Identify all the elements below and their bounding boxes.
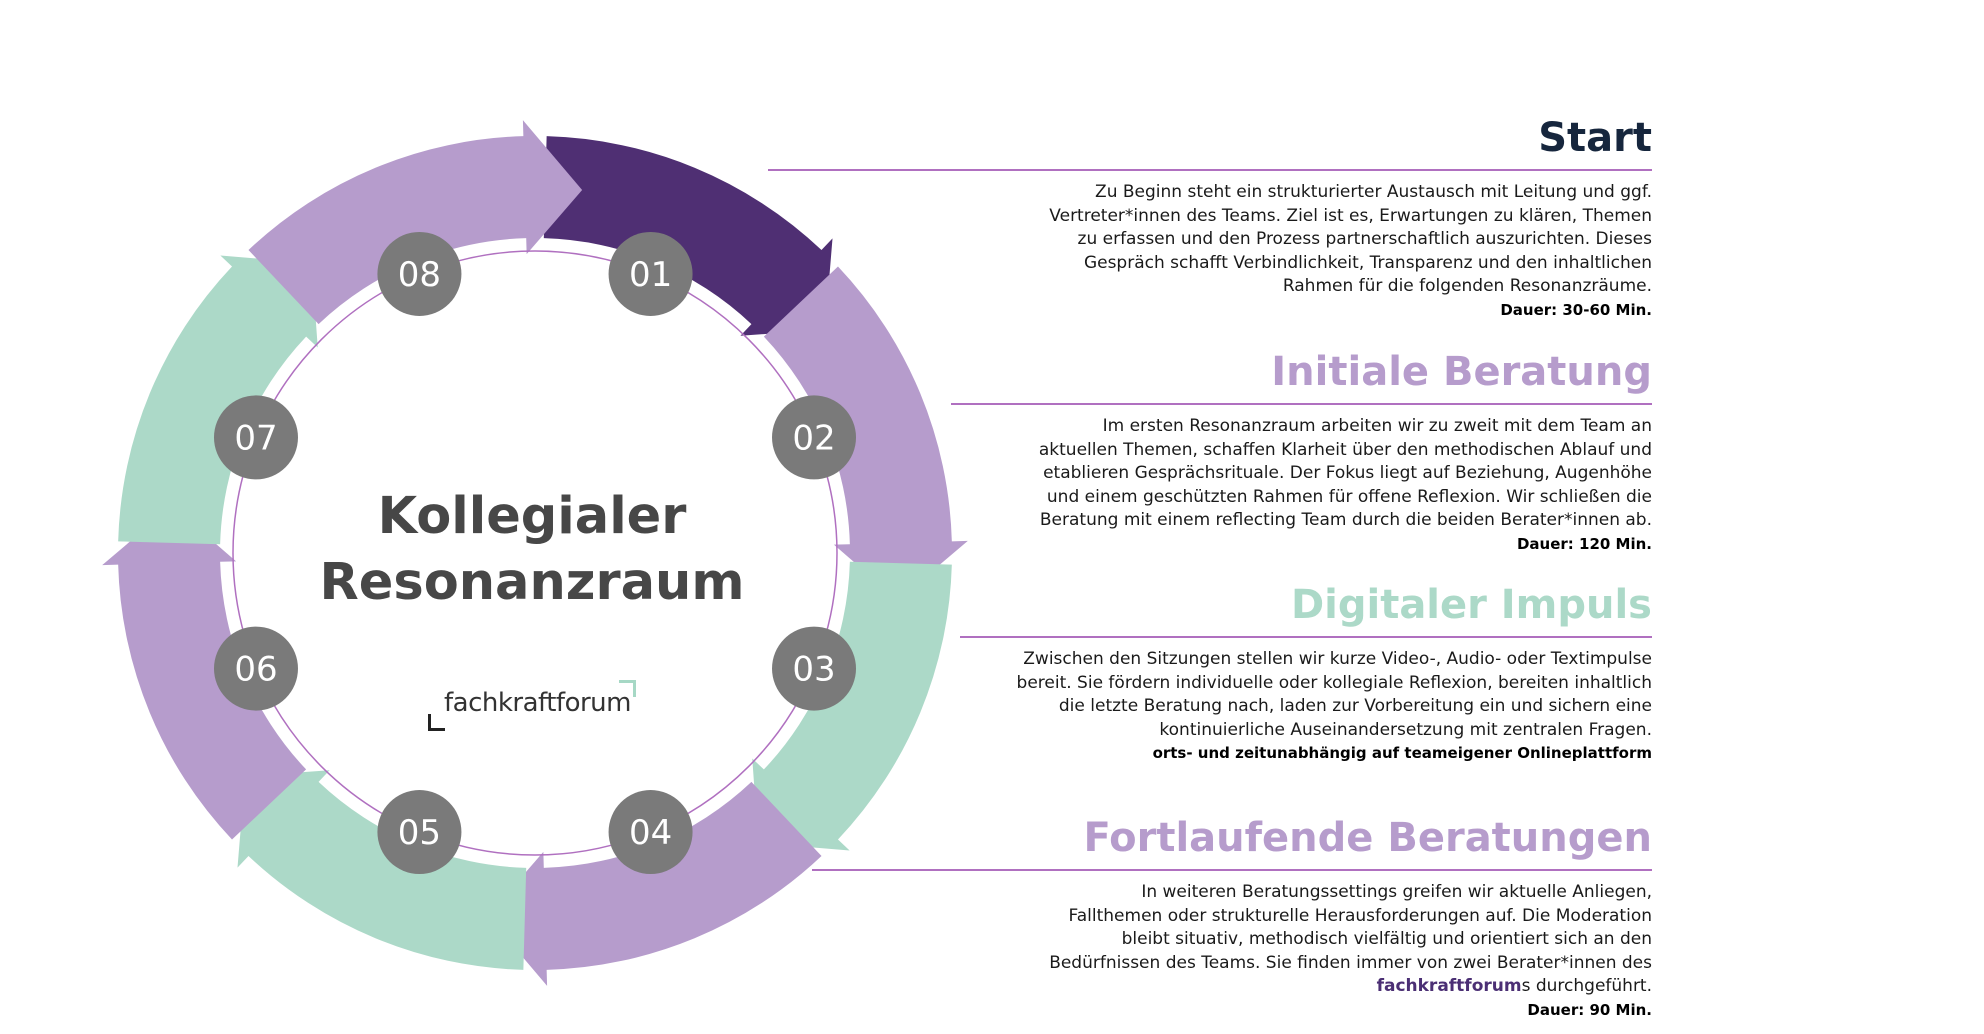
cycle-arrow-02 [763, 266, 968, 601]
step-badge-label: 07 [234, 418, 277, 458]
section-duration: Dauer: 90 Min. [1527, 1000, 1652, 1019]
step-badge-label: 06 [234, 650, 277, 690]
text-line: aktuellen Themen, schaffen Klarheit über… [1038, 439, 1652, 460]
step-badge-label: 03 [792, 650, 835, 690]
section-divider [768, 169, 1652, 171]
section-divider [812, 869, 1652, 871]
logo-corner-icon [619, 680, 636, 697]
text-line: Gespräch schafft Verbindlichkeit, Transp… [1083, 252, 1652, 273]
brand-name: fachkraftforum [1376, 976, 1522, 996]
section-title: Start [1538, 115, 1652, 161]
cycle-arrow-07 [118, 255, 318, 545]
step-badge-08: 08 [377, 231, 462, 316]
step-badges: 01 02 03 04 05 06 07 08 [213, 231, 857, 875]
cycle-arrow-06 [102, 505, 307, 840]
cycle-arrow-03 [752, 561, 952, 851]
step-badge-circle [608, 231, 693, 316]
text-line: bereit. Sie fördern individuelle oder ko… [1016, 672, 1652, 693]
step-badge-06: 06 [213, 626, 298, 711]
section-fortlaufende-beratungen: Fortlaufende Beratungen In weiteren Bera… [812, 813, 1652, 1021]
text-line: kontinuierliche Auseinandersetzung mit z… [1159, 719, 1652, 740]
center-title: Kollegialer Resonanzraum [292, 484, 772, 616]
text-line: Fallthemen oder strukturelle Herausforde… [1068, 905, 1652, 926]
cycle-arrows [102, 120, 968, 986]
text-line-suffix: s durchgeführt. [1521, 976, 1652, 996]
text-line: Bedürfnissen des Teams. Sie finden immer… [1049, 952, 1652, 973]
section-title: Fortlaufende Beratungen [1083, 815, 1652, 861]
section-divider [951, 403, 1652, 405]
section-duration: Dauer: 120 Min. [1516, 534, 1652, 553]
step-badge-circle [377, 231, 462, 316]
step-badge-03: 03 [772, 626, 857, 711]
text-line: und einem geschützten Rahmen für offene … [1046, 486, 1652, 507]
text-line: die letzte Beratung nach, laden zur Vorb… [1058, 696, 1652, 716]
step-badge-label: 02 [792, 418, 835, 458]
section-initiale-beratung: Initiale Beratung Im ersten Resonanzraum… [951, 347, 1652, 555]
step-badge-label: 01 [629, 255, 672, 295]
fachkraftforum-logo: fachkraftforum [426, 676, 638, 734]
text-line: Zu Beginn steht ein strukturierter Austa… [1095, 182, 1652, 202]
text-line: zu erfassen und den Prozess partnerschaf… [1077, 229, 1652, 249]
text-line: Rahmen für die folgenden Resonanzräume. [1282, 276, 1652, 296]
step-badge-01: 01 [608, 231, 693, 316]
text-line: Im ersten Resonanzraum arbeiten wir zu z… [1102, 416, 1652, 436]
section-title: Digitaler Impuls [1290, 582, 1652, 628]
section-text: Zwischen den Sitzungen stellen wir kurze… [960, 648, 1652, 742]
step-badge-circle [772, 626, 857, 711]
step-badge-label: 08 [398, 255, 441, 295]
center-title-line-2: Resonanzraum [319, 553, 745, 612]
section-text: Zu Beginn steht ein strukturierter Austa… [768, 181, 1652, 299]
step-badge-04: 04 [608, 790, 693, 875]
cycle-arrow-01 [543, 136, 833, 336]
section-duration: Dauer: 30-60 Min. [1500, 300, 1652, 319]
text-line: bleibt situativ, methodisch vielfältig u… [1121, 929, 1652, 949]
section-divider [960, 636, 1652, 638]
cycle-arrow-08 [248, 120, 583, 325]
text-line: Beratung mit einem reflecting Team durch… [1039, 510, 1652, 530]
cycle-arrow-05 [237, 770, 527, 970]
step-badge-07: 07 [213, 395, 298, 480]
section-text: In weiteren Beratungssettings greifen wi… [812, 881, 1652, 999]
text-line: fachkraftforums durchgeführt. [812, 975, 1652, 999]
text-line: Vertreter*innen des Teams. Ziel ist es, … [1049, 205, 1652, 226]
step-badge-label: 05 [398, 813, 441, 853]
step-badge-02: 02 [772, 395, 857, 480]
section-title: Initiale Beratung [1271, 349, 1652, 395]
section-start: Start Zu Beginn steht ein strukturierter… [768, 113, 1652, 321]
cycle-arrow-04 [487, 781, 822, 986]
step-badge-circle [772, 395, 857, 480]
step-badge-05: 05 [377, 790, 462, 875]
logo-corner-icon [428, 714, 445, 731]
step-badge-circle [213, 626, 298, 711]
logo-text: fachkraftforum [444, 688, 631, 718]
step-badge-circle [213, 395, 298, 480]
text-line: Zwischen den Sitzungen stellen wir kurze… [1023, 649, 1652, 669]
step-badge-circle [608, 790, 693, 875]
section-digitaler-impuls: Digitaler Impuls Zwischen den Sitzungen … [960, 580, 1652, 764]
step-badge-circle [377, 790, 462, 875]
inner-ring [232, 250, 838, 856]
text-line: etablieren Gesprächsrituale. Der Fokus l… [1043, 463, 1652, 483]
section-text: Im ersten Resonanzraum arbeiten wir zu z… [951, 415, 1652, 533]
center-title-line-1: Kollegialer [377, 487, 687, 546]
step-badge-label: 04 [629, 813, 672, 853]
text-line: In weiteren Beratungssettings greifen wi… [1141, 882, 1652, 902]
section-duration: orts- und zeitunabhängig auf teameigener… [1152, 744, 1652, 762]
